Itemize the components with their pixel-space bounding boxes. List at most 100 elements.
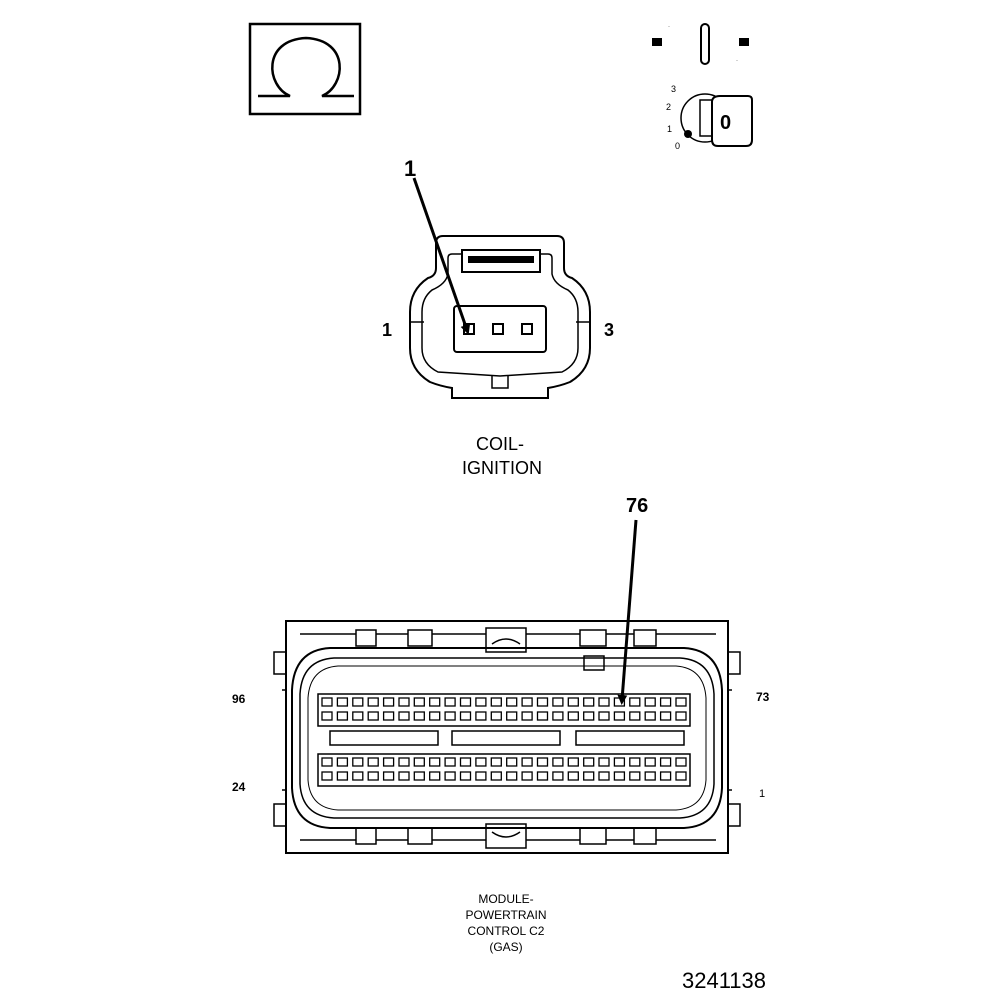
pin-cavity	[352, 711, 364, 721]
pin-cavity	[675, 697, 687, 707]
pin-cavity	[336, 757, 349, 767]
pin-cavity	[567, 697, 579, 707]
pin-cavity	[352, 771, 364, 781]
key-position-3: 3	[671, 84, 676, 94]
pcm-title-line1: MODULE-	[478, 892, 533, 906]
pin-cavity	[567, 711, 579, 721]
pin-cavity	[352, 697, 364, 707]
pin-cavity	[536, 757, 549, 767]
figure-number: 3241138	[682, 968, 766, 993]
pcm-title-line3: CONTROL C2	[468, 924, 545, 938]
pin-cavity	[429, 697, 441, 707]
pin-cavity	[367, 757, 379, 767]
pin-cavity	[490, 771, 502, 781]
pin-cavity	[613, 757, 626, 767]
pin-cavity	[321, 711, 333, 721]
pin-cavity	[336, 711, 349, 721]
pin-cavity	[429, 757, 441, 767]
pin-cavity	[382, 771, 395, 781]
pin-cavity	[629, 711, 641, 721]
pin-cavity	[567, 771, 579, 781]
pin-cavity	[490, 711, 502, 721]
pin-cavity	[659, 711, 672, 721]
coil-title-line1: COIL-	[476, 434, 524, 454]
pin-cavity	[675, 711, 687, 721]
pin-cavity	[490, 757, 502, 767]
pin-cavity	[382, 697, 395, 707]
pin-cavity	[336, 697, 349, 707]
pin-cavity	[644, 711, 656, 721]
pin-cavity	[552, 711, 564, 721]
ohm-symbol-icon	[248, 22, 362, 116]
pcm-label-bottom-right: 1	[759, 788, 765, 800]
pin-cavity	[475, 757, 487, 767]
pin-cavity	[413, 711, 425, 721]
pin-cavity	[521, 711, 533, 721]
pin-cavity	[459, 771, 472, 781]
pin-cavity	[675, 757, 687, 767]
pin-cavity	[536, 771, 549, 781]
pin-cavity	[521, 697, 533, 707]
pin-cavity	[567, 757, 579, 767]
pin-cavity	[629, 697, 641, 707]
pin-cavity	[459, 697, 472, 707]
pin-cavity	[506, 771, 518, 781]
pin-cavity	[444, 757, 456, 767]
pin-cavity	[598, 771, 610, 781]
pin-cavity	[398, 771, 410, 781]
pin-cavity	[506, 711, 518, 721]
pin-cavity	[583, 697, 595, 707]
pin-cavity	[521, 757, 533, 767]
pin-cavity	[613, 771, 626, 781]
pin-cavity	[352, 757, 364, 767]
pin-cavity	[506, 757, 518, 767]
pcm-connector	[273, 519, 741, 854]
pin-cavity	[536, 711, 549, 721]
pin-cavity	[583, 711, 595, 721]
pin-cavity	[583, 771, 595, 781]
key-label: 0	[720, 112, 731, 134]
pin-cavity	[583, 757, 595, 767]
pin-cavity	[429, 771, 441, 781]
pin-cavity	[644, 771, 656, 781]
pin-cavity	[613, 711, 626, 721]
pin-cavity	[382, 711, 395, 721]
pin-cavity	[398, 697, 410, 707]
pcm-title-line4: (GAS)	[489, 940, 522, 954]
pin-cavity	[521, 771, 533, 781]
pin-cavity	[367, 711, 379, 721]
pin-cavity	[629, 771, 641, 781]
key-position-1: 1	[667, 124, 672, 134]
pin-cavity	[675, 771, 687, 781]
pcm-callout: 76	[626, 495, 648, 517]
pin-cavity	[598, 697, 610, 707]
pin-cavity	[644, 697, 656, 707]
pin-cavity	[444, 711, 456, 721]
pin-cavity	[336, 771, 349, 781]
pcm-label-top-right: 73	[756, 690, 770, 704]
pin-cavity	[459, 711, 472, 721]
coil-pin-left-label: 1	[382, 320, 392, 340]
pin-cavity	[536, 697, 549, 707]
pin-cavity	[367, 697, 379, 707]
ignition-key-icon: · · 0 1 2 3 0	[652, 23, 753, 151]
pin-cavity	[321, 771, 333, 781]
pcm-title-line2: POWERTRAIN	[465, 908, 546, 922]
svg-text:·: ·	[668, 24, 670, 30]
pin-cavity	[382, 757, 395, 767]
pin-cavity	[429, 711, 441, 721]
pin-cavity	[552, 771, 564, 781]
pin-cavity	[413, 757, 425, 767]
pin-cavity	[598, 757, 610, 767]
coil-callout: 1	[404, 156, 416, 181]
pin-cavity	[490, 697, 502, 707]
pin-cavity	[413, 697, 425, 707]
pin-cavity	[444, 771, 456, 781]
pin-cavity	[321, 697, 333, 707]
pcm-label-bottom-left: 24	[232, 780, 246, 794]
pin-cavity	[552, 757, 564, 767]
pin-cavity	[659, 697, 672, 707]
pin-cavity	[475, 711, 487, 721]
coil-title-line2: IGNITION	[462, 458, 542, 478]
